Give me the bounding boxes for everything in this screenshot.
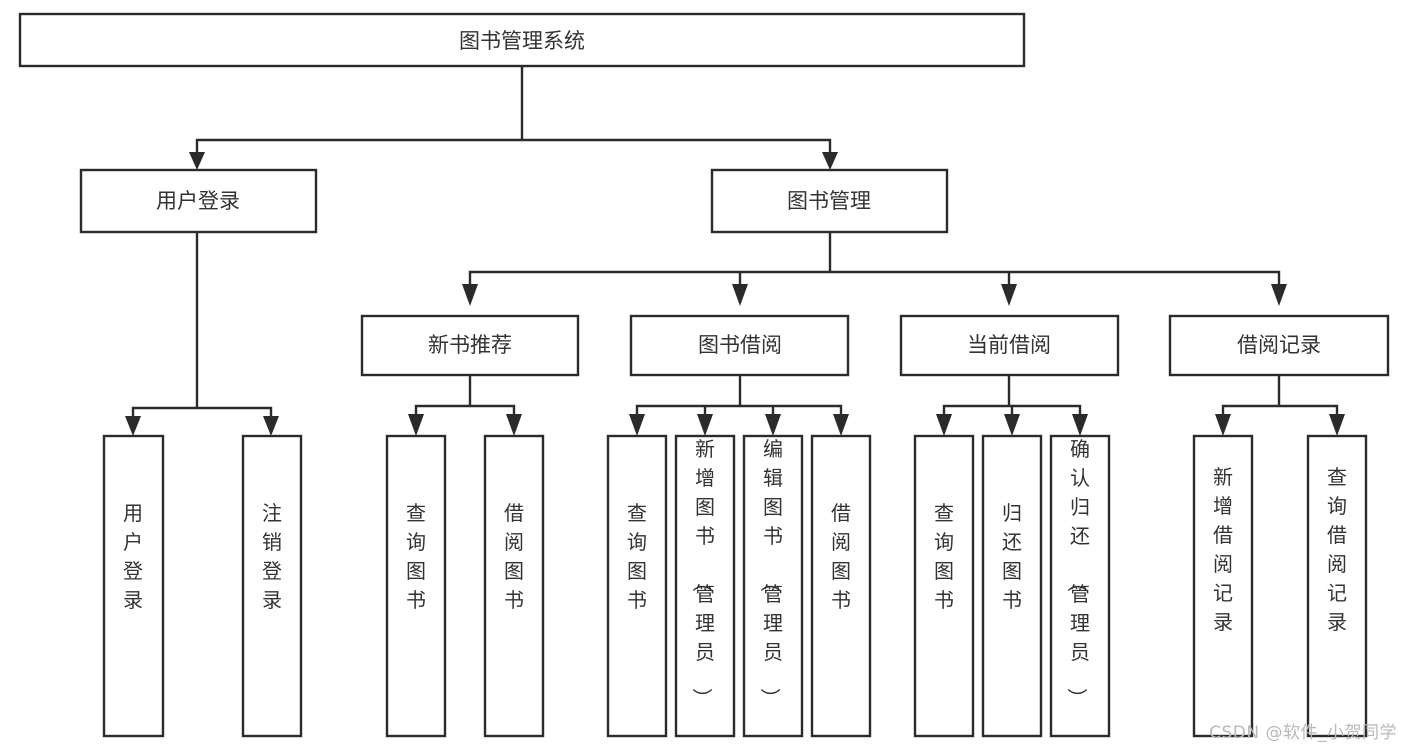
arrow-login-to-leaf-2 [263,416,279,436]
node-newbook-label: 新书推荐 [428,333,512,357]
node-leaf-1-box[interactable] [102,434,165,738]
arrow-bookmgmt-to-newbook [462,284,478,306]
node-leaf-3-label: 查询图书 [406,501,426,612]
node-leaf-8-box[interactable] [810,434,872,738]
node-leaf-1[interactable]: 用户登录 [102,434,165,738]
node-leaf-11-box[interactable] [1049,434,1111,738]
arrow-bookmgmt-to-current [1001,284,1017,306]
connector-records-bus [1221,373,1339,426]
node-newbook[interactable]: 新书推荐 [360,314,580,377]
node-leaf-11[interactable]: 确认归还（管理员） [1049,434,1111,738]
node-leaf-10[interactable]: 归还图书 [981,434,1043,738]
node-leaf-1-label: 用户登录 [123,501,143,612]
node-records-box[interactable] [1168,314,1390,377]
node-leaf-12[interactable]: 新增借阅记录 [1192,434,1254,738]
node-current-box[interactable] [899,314,1120,377]
node-leaf-12-box[interactable] [1192,434,1254,738]
connector-bookmgmt-bus [468,230,1281,294]
node-borrow-box[interactable] [629,314,850,377]
node-leaf-8-label: 借阅图书 [831,501,851,612]
node-leaf-4-box[interactable] [483,434,545,738]
node-leaf-12-label: 新增借阅记录 [1213,465,1233,634]
arrow-borrow-to-leaf-8 [833,414,849,436]
node-leaf-2[interactable]: 注销登录 [241,434,303,738]
node-newbook-box[interactable] [360,314,580,377]
node-leaf-7[interactable]: 编辑图书（管理员） [742,434,804,738]
node-leaf-5[interactable]: 查询图书 [606,434,668,738]
arrow-current-to-leaf-11 [1072,414,1088,436]
arrow-records-to-leaf-13 [1329,414,1345,436]
node-leaf-7-box[interactable] [742,434,804,738]
node-root-box[interactable] [18,12,1026,68]
connector-layer [125,64,1345,436]
arrow-newbook-to-leaf-4 [506,414,522,436]
arrow-borrow-to-leaf-6 [697,414,713,436]
node-leaf-2-label: 注销登录 [262,501,282,612]
node-leaf-11-label: 确认归还（管理员） [1065,437,1090,708]
connector-newbook-bus [414,373,516,426]
arrow-root-to-login [189,152,205,170]
node-leaf-13[interactable]: 查询借阅记录 [1306,434,1368,738]
connector-login-bus [131,230,273,426]
node-leaf-5-label: 查询图书 [627,501,647,612]
node-leaf-9[interactable]: 查询图书 [913,434,975,738]
node-login-label: 用户登录 [156,189,240,213]
node-records[interactable]: 借阅记录 [1168,314,1390,377]
node-leaf-6-label: 新增图书（管理员） [690,437,715,708]
node-bookmgmt[interactable]: 图书管理 [710,168,949,234]
node-leaf-3[interactable]: 查询图书 [385,434,447,738]
node-leaf-4[interactable]: 借阅图书 [483,434,545,738]
node-leaf-9-box[interactable] [913,434,975,738]
node-leaf-6-box[interactable] [674,434,736,738]
node-root-label: 图书管理系统 [459,29,585,53]
arrow-newbook-to-leaf-3 [408,414,424,436]
node-leaf-2-box[interactable] [241,434,303,738]
arrow-current-to-leaf-10 [1004,414,1020,436]
node-root[interactable]: 图书管理系统 [18,12,1026,68]
node-leaf-13-label: 查询借阅记录 [1327,465,1347,634]
node-borrow-label: 图书借阅 [698,333,782,357]
node-leaf-3-box[interactable] [385,434,447,738]
node-current[interactable]: 当前借阅 [899,314,1120,377]
node-leaf-13-box[interactable] [1306,434,1368,738]
node-leaf-5-box[interactable] [606,434,668,738]
node-leaf-10-box[interactable] [981,434,1043,738]
node-leaf-7-label: 编辑图书（管理员） [758,437,783,708]
node-login-box[interactable] [79,168,318,234]
node-leaf-6[interactable]: 新增图书（管理员） [674,434,736,738]
node-leaf-4-label: 借阅图书 [504,501,524,612]
node-leaf-10-label: 归还图书 [1002,501,1022,612]
connector-borrow-bus [635,373,843,426]
arrow-records-to-leaf-12 [1215,414,1231,436]
arrow-borrow-to-leaf-5 [629,414,645,436]
node-borrow[interactable]: 图书借阅 [629,314,850,377]
arrow-bookmgmt-to-borrow [732,284,748,306]
arrow-login-to-leaf-1 [125,416,141,436]
node-bookmgmt-box[interactable] [710,168,949,234]
arrow-borrow-to-leaf-7 [765,414,781,436]
arrow-bookmgmt-to-records [1271,284,1287,306]
node-login[interactable]: 用户登录 [79,168,318,234]
arrow-root-to-bookmgmt [822,152,838,170]
node-bookmgmt-label: 图书管理 [787,189,871,213]
connector-root-bus [195,64,832,162]
node-leaf-8[interactable]: 借阅图书 [810,434,872,738]
arrow-current-to-leaf-9 [936,414,952,436]
node-records-label: 借阅记录 [1237,333,1321,357]
node-leaf-9-label: 查询图书 [934,501,954,612]
node-current-label: 当前借阅 [967,333,1051,357]
